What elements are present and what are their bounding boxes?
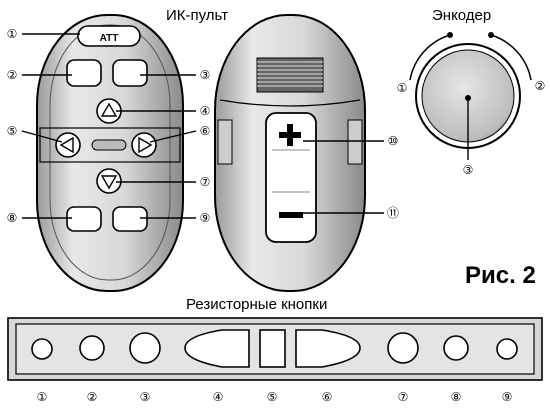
- resistor-button-6[interactable]: [295, 329, 361, 368]
- minus-bar: [279, 212, 303, 218]
- rocker-callout-11: ⑪: [387, 206, 399, 220]
- ir-button-8[interactable]: [66, 206, 102, 232]
- battery-cover-line: [219, 99, 361, 107]
- plus-bar-v: [287, 124, 293, 146]
- encoder-callout-3: ③: [463, 163, 474, 177]
- ir-remote-title: ИК-пульт: [166, 7, 228, 24]
- volume-rocker[interactable]: [265, 112, 317, 243]
- strip-callout-4: ④: [213, 390, 224, 404]
- ir-button-2[interactable]: [66, 59, 102, 87]
- strip-callout-7: ⑦: [398, 390, 409, 404]
- ir-callouts: ① ② ③ ④ ⑤ ⑥ ⑦ ⑧ ⑨: [7, 27, 211, 225]
- resistor-button-4[interactable]: [184, 329, 250, 368]
- strip-callout-2: ②: [87, 390, 98, 404]
- strip-callout-5: ⑤: [267, 390, 278, 404]
- resistor-strip: [7, 317, 543, 381]
- resistor-button-1[interactable]: [31, 338, 53, 360]
- strip-callout-1: ①: [37, 390, 48, 404]
- ir-button-3[interactable]: [112, 59, 148, 87]
- arrow-up-icon: [100, 102, 118, 117]
- encoder-callouts: ① ② ③: [397, 79, 546, 177]
- ir-middle-panel: [39, 127, 181, 163]
- encoder-arc-right: [490, 34, 532, 81]
- att-button-label: ATT: [100, 33, 119, 44]
- resistor-button-2[interactable]: [79, 335, 105, 361]
- att-button[interactable]: [77, 25, 141, 47]
- ir-callout-7: ⑦: [200, 175, 211, 189]
- encoder-title: Энкодер: [432, 7, 491, 24]
- ir-callout-2: ②: [7, 68, 18, 82]
- strip-callouts: ① ② ③ ④ ⑤ ⑥ ⑦ ⑧ ⑨: [37, 390, 513, 404]
- encoder-callout-2: ②: [535, 79, 546, 93]
- ir-button-right[interactable]: [131, 132, 157, 158]
- ir-callout-1: ①: [7, 27, 18, 41]
- figure-caption: Рис. 2: [465, 262, 536, 289]
- grip-ridges: [256, 57, 324, 93]
- encoder-arc-dot-right: [488, 32, 494, 38]
- resistor-button-7[interactable]: [387, 332, 419, 364]
- resistor-buttons-title: Резисторные кнопки: [186, 296, 327, 313]
- resistor-button-9[interactable]: [496, 338, 518, 360]
- resistor-button-8[interactable]: [443, 335, 469, 361]
- resistor-button-3[interactable]: [129, 332, 161, 364]
- encoder-callout-1: ①: [397, 81, 408, 95]
- side-clip-right: [347, 119, 363, 165]
- strip-callout-3: ③: [140, 390, 151, 404]
- strip-callout-9: ⑨: [502, 390, 513, 404]
- ir-callout-6: ⑥: [200, 124, 211, 138]
- ir-button-9[interactable]: [112, 206, 148, 232]
- rocker-callouts: ⑩ ⑪: [303, 134, 399, 220]
- arrow-down-icon: [100, 175, 118, 190]
- ir-button-left[interactable]: [55, 132, 81, 158]
- encoder: [409, 32, 532, 160]
- strip-callout-8: ⑧: [451, 390, 462, 404]
- ir-button-down[interactable]: [96, 168, 122, 194]
- rocker-callout-10: ⑩: [388, 134, 399, 148]
- ir-remote-inner-outline: [49, 24, 171, 281]
- encoder-arc-left: [409, 34, 451, 81]
- encoder-arc-dot-left: [447, 32, 453, 38]
- arrow-right-icon: [138, 136, 153, 154]
- ir-callout-5: ⑤: [7, 124, 18, 138]
- ir-callout-3: ③: [200, 68, 211, 82]
- strip-callout-6: ⑥: [322, 390, 333, 404]
- ir-remote-back: [214, 14, 366, 292]
- ir-callout-8: ⑧: [7, 211, 18, 225]
- ir-remote-front: ATT: [36, 14, 184, 292]
- ir-callout-9: ⑨: [200, 211, 211, 225]
- ir-callout-4: ④: [200, 104, 211, 118]
- ir-center-slot: [91, 139, 127, 151]
- resistor-button-5[interactable]: [259, 329, 286, 368]
- side-clip-left: [217, 119, 233, 165]
- arrow-left-icon: [59, 136, 74, 154]
